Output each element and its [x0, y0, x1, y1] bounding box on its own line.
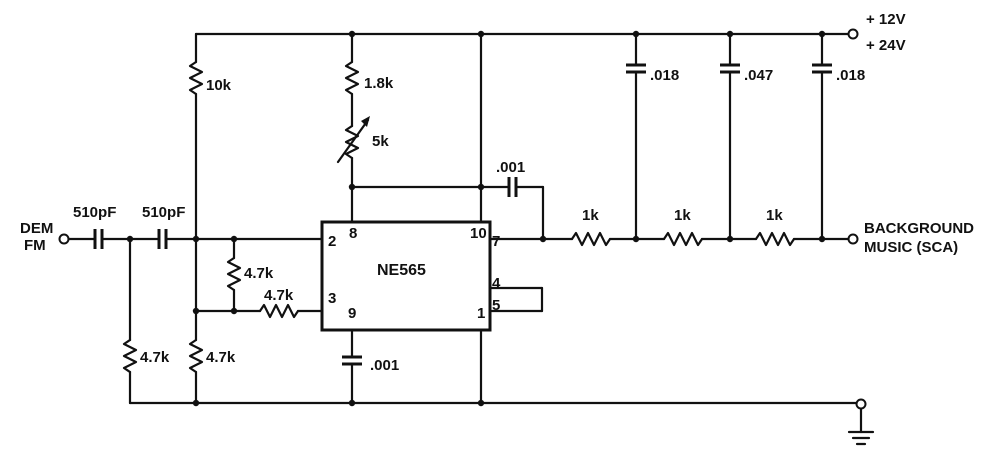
pin-7: 7	[492, 233, 500, 250]
resistor-r-f1	[570, 231, 612, 247]
resistor-r-top	[188, 60, 204, 96]
pin-8: 8	[349, 225, 357, 242]
resistor-r-left	[122, 338, 138, 374]
resistor-r-f3	[754, 231, 796, 247]
input-label-fm: FM	[24, 237, 46, 254]
pin-10: 10	[470, 225, 487, 242]
capacitor-c-001-top	[507, 177, 518, 197]
node-gnd-352	[348, 399, 356, 407]
pin-9: 9	[348, 305, 356, 322]
label-r-left: 4.7k	[140, 349, 170, 366]
node-rail-636	[632, 30, 640, 38]
resistor-r-mid	[188, 338, 204, 374]
node-rail-822	[818, 30, 826, 38]
label-c-f3: .018	[836, 67, 865, 84]
label-r-div-top: 4.7k	[244, 265, 274, 282]
node-rail-481	[477, 30, 485, 38]
label-c-001-top: .001	[496, 159, 525, 176]
node-gnd-left	[192, 399, 200, 407]
label-r-f1: 1k	[582, 207, 599, 224]
pin-3: 3	[328, 290, 336, 307]
label-c-in1: 510pF	[73, 204, 116, 221]
label-r-f3: 1k	[766, 207, 783, 224]
supply-label-24v: + 24V	[866, 37, 906, 54]
node-rail-352	[348, 30, 356, 38]
supply-terminal	[847, 28, 859, 40]
output-label-1: BACKGROUND	[864, 220, 974, 237]
potentiometer-r-pot	[344, 124, 360, 160]
pin-4: 4	[492, 275, 501, 292]
pot-arrow	[336, 118, 370, 164]
resistor-r-div-top	[226, 256, 242, 292]
label-c-in2: 510pF	[142, 204, 185, 221]
label-r-pot: 5k	[372, 133, 389, 150]
capacitor-c-f2	[720, 63, 740, 74]
label-r-top: 10k	[206, 77, 232, 94]
label-c-001-bot: .001	[370, 357, 399, 374]
ground-terminal	[855, 398, 867, 410]
capacitor-c-f1	[626, 63, 646, 74]
output-terminal	[847, 233, 859, 245]
node-rail-730	[726, 30, 734, 38]
capacitor-c-001-bot	[342, 355, 362, 366]
input-terminal	[58, 233, 70, 245]
label-r-f2: 1k	[674, 207, 691, 224]
ic-name: NE565	[377, 262, 426, 279]
resistor-r-18	[344, 60, 360, 96]
capacitor-c-in2	[157, 229, 168, 249]
ground-symbol	[847, 430, 875, 446]
capacitor-c-f3	[812, 63, 832, 74]
label-c-f1: .018	[650, 67, 679, 84]
capacitor-c-in1	[93, 229, 104, 249]
resistor-r-series	[258, 303, 300, 319]
input-label-dem: DEM	[20, 220, 53, 237]
pot-arrowhead	[361, 116, 370, 127]
resistor-r-f2	[662, 231, 704, 247]
ground-rail	[128, 401, 863, 434]
pin-5: 5	[492, 297, 500, 314]
output-label-2: MUSIC (SCA)	[864, 239, 958, 256]
pin-2: 2	[328, 233, 336, 250]
ic-ne565	[320, 220, 492, 332]
node-bias-in	[192, 235, 200, 243]
label-r-18: 1.8k	[364, 75, 394, 92]
node-pin7	[539, 235, 547, 243]
label-r-series: 4.7k	[264, 287, 294, 304]
pin-1: 1	[477, 305, 485, 322]
supply-label-12v: + 12V	[866, 11, 906, 28]
node-gnd-481	[477, 399, 485, 407]
label-c-f2: .047	[744, 67, 773, 84]
label-r-mid: 4.7k	[206, 349, 236, 366]
